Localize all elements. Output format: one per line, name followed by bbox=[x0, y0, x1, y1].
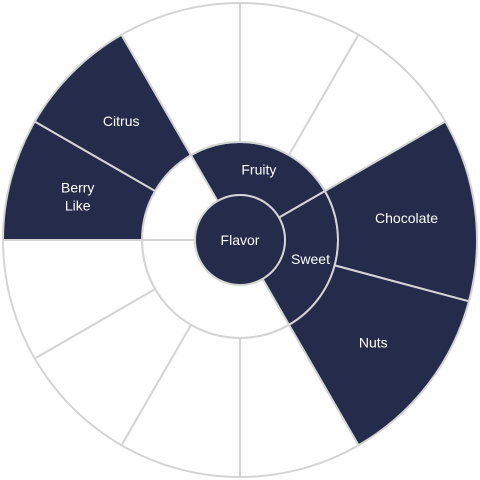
center-node[interactable] bbox=[194, 194, 286, 286]
ring2-segment-empty-10[interactable] bbox=[288, 33, 447, 192]
ring2-segment-nuts[interactable] bbox=[288, 264, 470, 447]
ring2-segment-chocolate[interactable] bbox=[323, 120, 478, 303]
